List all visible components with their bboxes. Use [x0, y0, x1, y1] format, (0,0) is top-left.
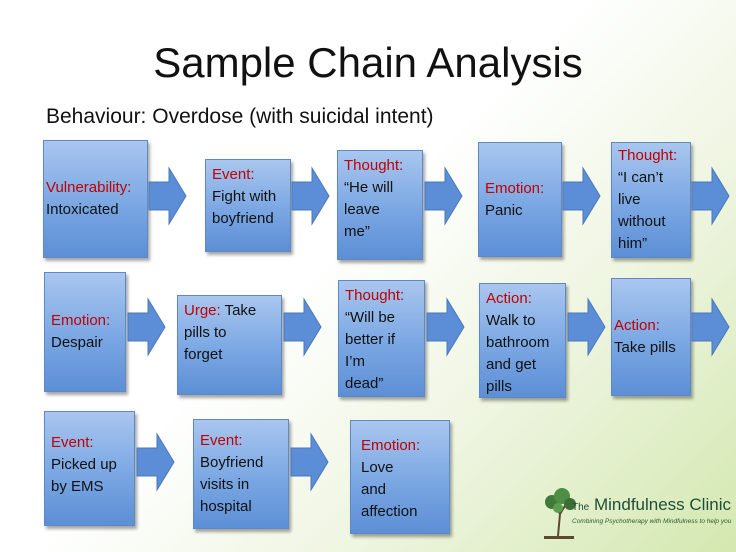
node-box: Action: Take pills: [611, 278, 691, 396]
node-label: Event:: [200, 432, 243, 449]
node-text: “I can’t live without him”: [618, 169, 666, 252]
node-label: Action:: [486, 290, 532, 307]
node-label: Event:: [212, 166, 255, 183]
logo-name-text: Mindfulness Clinic: [593, 495, 731, 514]
node-label: Event:: [51, 434, 94, 451]
chain-arrow: [127, 297, 166, 357]
chain-arrow: [424, 166, 463, 226]
node-box: Event: Boyfriend visits in hospital: [193, 419, 289, 529]
node-text: Intoxicated: [46, 201, 119, 218]
chain-arrow: [691, 297, 730, 357]
node-box: Event: Fight with boyfriend: [205, 159, 291, 252]
chain-arrow: [148, 166, 187, 226]
chain-arrow: [691, 166, 730, 226]
logo-name: The Mindfulness Clinic: [572, 495, 731, 515]
node-text: “He will leave me”: [344, 179, 394, 240]
chain-arrow: [136, 432, 175, 492]
node-box: Vulnerability: Intoxicated: [43, 140, 148, 258]
node-text: Panic: [485, 201, 523, 219]
node-label: Action:: [614, 317, 660, 334]
node-label: Emotion:: [485, 179, 545, 197]
node-box: Thought: “He will leave me”: [337, 150, 423, 260]
node-text: Boyfriend visits in hospital: [200, 454, 264, 515]
node-box: Emotion: Despair: [44, 272, 126, 392]
behaviour-subtitle: Behaviour: Overdose (with suicidal inten…: [46, 105, 434, 128]
node-text: Walk to bathroom and get pills: [486, 312, 550, 395]
node-label: Urge:: [184, 302, 221, 319]
chain-arrow: [562, 166, 601, 226]
chain-arrow: [291, 166, 330, 226]
node-label: Emotion:: [51, 312, 111, 329]
node-box: Event: Picked up by EMS: [44, 411, 135, 526]
node-label: Emotion:: [361, 437, 421, 454]
logo-the: The: [572, 502, 590, 513]
node-box: Urge: Take pills to forget: [177, 295, 282, 395]
node-label: Vulnerability:: [46, 179, 132, 196]
node-text: Picked up by EMS: [51, 456, 117, 495]
node-label: Thought:: [618, 147, 678, 164]
tree-logo-icon: [544, 488, 576, 539]
chain-arrow: [283, 297, 322, 357]
node-text: Take pills: [614, 339, 676, 356]
logo-tagline: Combining Psychotherapy with Mindfulness…: [572, 518, 732, 525]
node-box: Thought: “Will be better if I’m dead”: [338, 280, 425, 397]
chain-arrow: [567, 297, 606, 357]
node-box: Emotion: Love and affection: [350, 420, 450, 534]
chain-arrow: [426, 297, 465, 357]
node-text: Despair: [51, 334, 103, 351]
node-text: Fight with boyfriend: [212, 188, 277, 227]
node-box: Emotion: Panic: [478, 142, 562, 257]
node-box: Action: Walk to bathroom and get pills: [479, 283, 566, 398]
node-text-inline: Take pills to forget: [184, 302, 257, 363]
node-label: Thought:: [344, 157, 404, 174]
node-box: Thought: “I can’t live without him”: [611, 142, 691, 258]
node-text: “Will be better if I’m dead”: [345, 309, 396, 392]
node-text: Love and affection: [361, 459, 418, 520]
node-label: Thought:: [345, 287, 405, 304]
page-title: Sample Chain Analysis: [153, 39, 583, 86]
chain-arrow: [290, 432, 329, 492]
